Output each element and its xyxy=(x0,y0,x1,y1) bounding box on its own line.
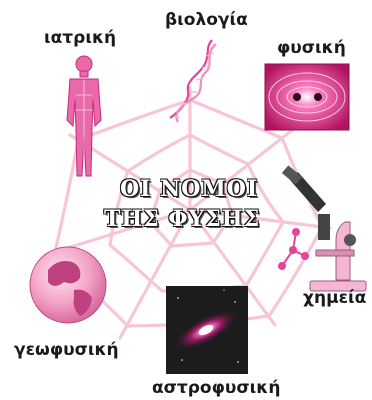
dna-helix-icon xyxy=(170,40,216,122)
label-geophysics: γεωφυσική xyxy=(14,342,119,359)
human-body-icon xyxy=(67,56,101,176)
magnetic-field-icon xyxy=(265,64,349,130)
label-physics: φυσική xyxy=(277,40,346,57)
galaxy-icon xyxy=(166,286,248,374)
label-medicine: ιατρική xyxy=(44,30,116,47)
microscope-icon xyxy=(282,165,366,291)
title-line-2: ΤΗΣ ΦΥΣΗΣ xyxy=(104,208,260,230)
label-biology: βιολογία xyxy=(165,12,248,29)
globe-icon xyxy=(30,247,106,323)
label-chemistry: χημεία xyxy=(303,290,366,307)
title-line-1: ΟΙ ΝΟΜΟΙ xyxy=(120,178,258,200)
label-astrophysics: αστροφυσική xyxy=(152,380,280,397)
